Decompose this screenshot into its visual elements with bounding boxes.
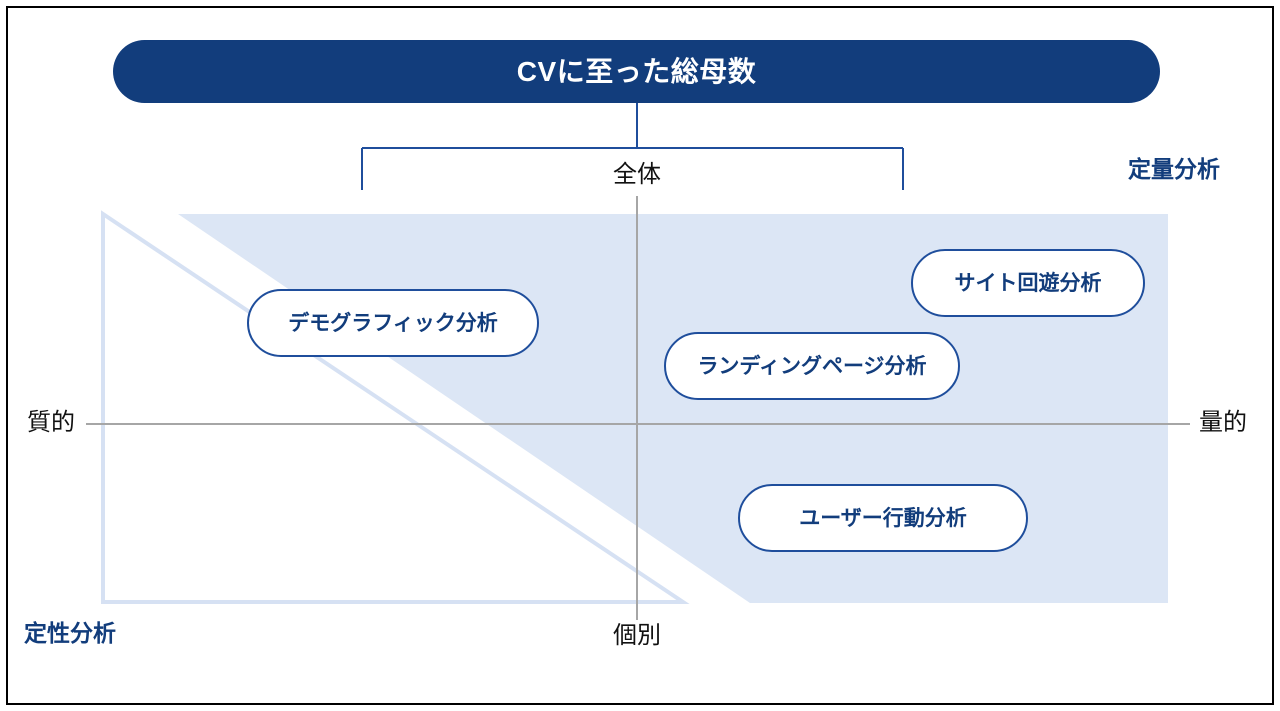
axis-label-bottom: 個別 [613,622,661,649]
node-demographic-analysis[interactable]: デモグラフィック分析 [247,289,539,357]
axis-label-right: 量的 [1199,409,1247,436]
axis-label-left: 質的 [27,409,75,436]
node-label: デモグラフィック分析 [288,311,498,335]
quadrant-label-quantitative: 定量分析 [1128,156,1220,182]
quadrant-label-qualitative: 定性分析 [24,620,116,646]
slide-canvas: CVに至った総母数 全体 個別 質的 量的 定量分析 定性分析 デモグラフィック… [8,8,1272,703]
node-label: ランディングページ分析 [697,354,927,378]
axis-label-top: 全体 [613,161,661,188]
qualitative-triangle-outline [101,210,690,604]
node-site-navigation-analysis[interactable]: サイト回遊分析 [911,249,1145,317]
title-banner-label: CVに至った総母数 [516,55,757,87]
node-label: ユーザー行動分析 [799,506,967,530]
node-user-behavior-analysis[interactable]: ユーザー行動分析 [738,484,1028,552]
node-landing-page-analysis[interactable]: ランディングページ分析 [664,332,960,400]
title-banner: CVに至った総母数 [113,40,1160,103]
slide-frame: CVに至った総母数 全体 個別 質的 量的 定量分析 定性分析 デモグラフィック… [6,6,1274,705]
node-label: サイト回遊分析 [954,271,1102,295]
diagram-artwork [86,103,1190,620]
